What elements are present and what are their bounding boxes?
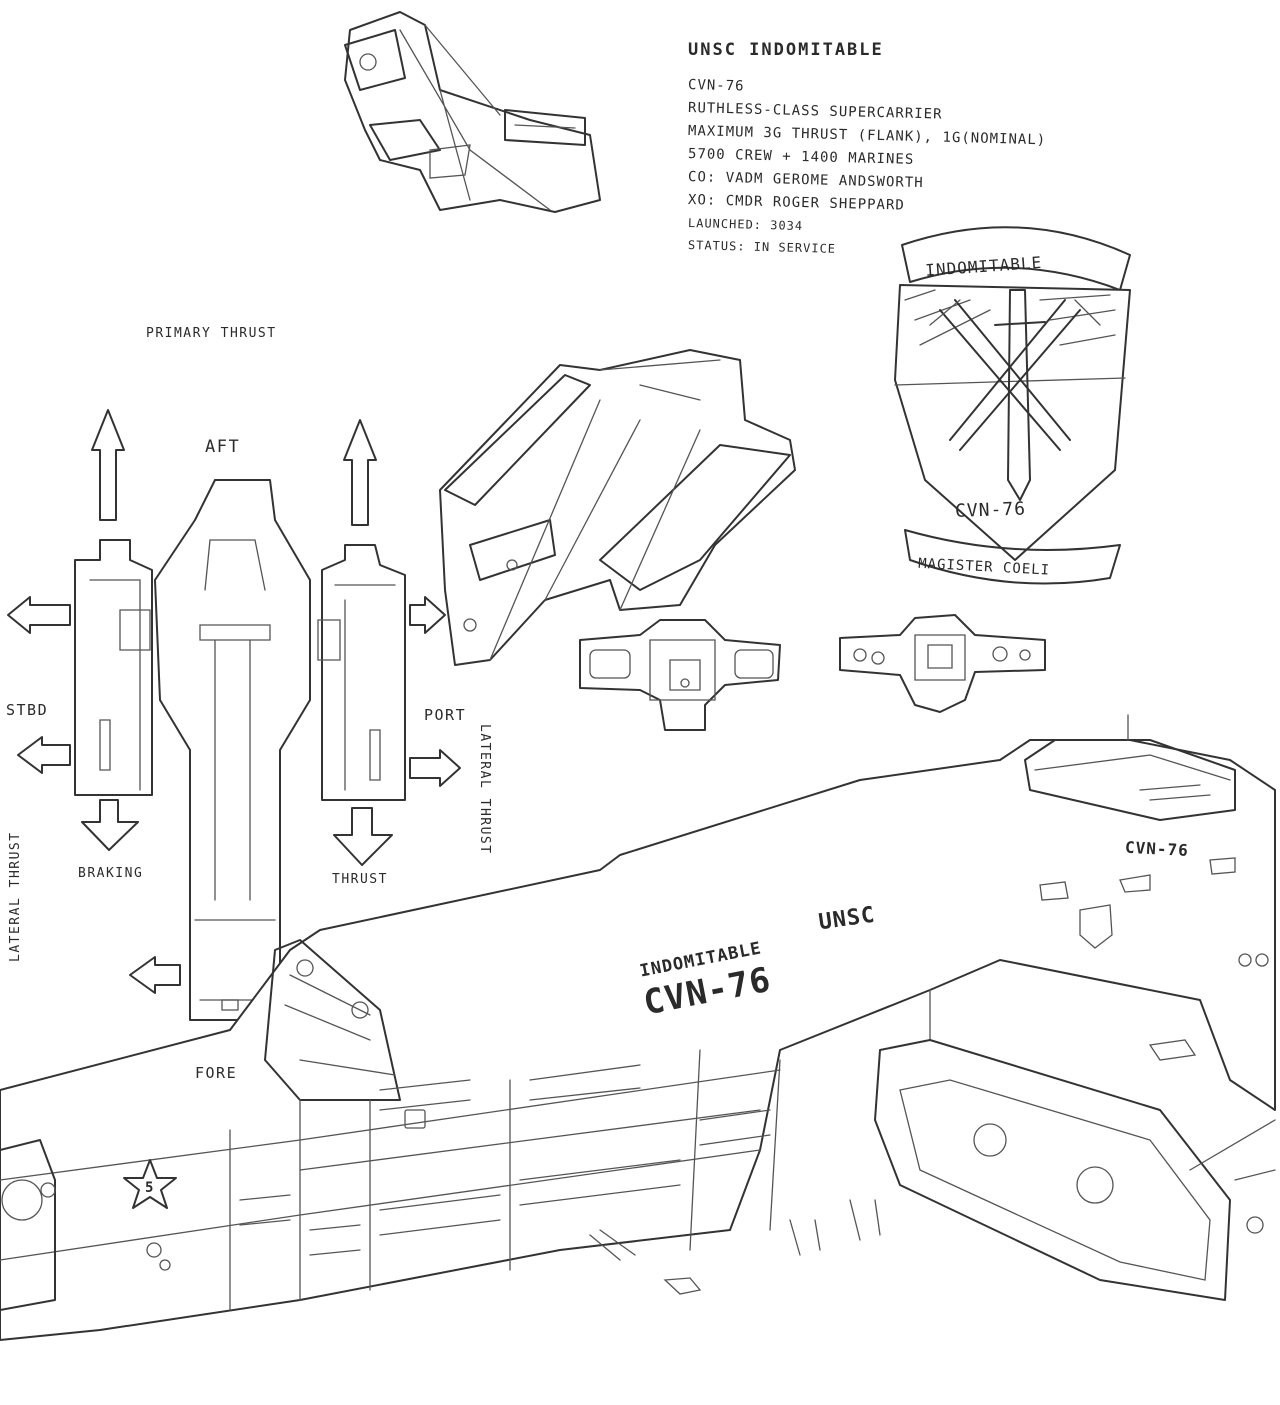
ship-sketch-top-view — [344, 11, 601, 213]
arrow-down-right — [333, 807, 393, 866]
hull-star-insignia — [123, 1159, 177, 1209]
spec-title: UNSC INDOMITABLE — [688, 40, 884, 60]
label-primary-thrust: PRIMARY THRUST — [146, 326, 277, 341]
arrow-up-left — [91, 409, 125, 521]
label-thrust: THRUST — [332, 872, 388, 887]
label-aft: AFT — [205, 437, 241, 457]
hull-crest — [1079, 904, 1113, 949]
label-lateral-thrust-right: LATERAL THRUST — [477, 724, 492, 855]
spec-sheet: UNSC INDOMITABLE CVN-76 RUTHLESS-CLASS S… — [688, 40, 1128, 256]
arrow-left-bottom — [129, 956, 181, 994]
arrow-right-top — [409, 596, 446, 634]
label-lateral-thrust-left: LATERAL THRUST — [8, 831, 23, 962]
ship-sketch-front-view-left — [579, 619, 781, 731]
tower-number-marking: CVN-76 — [1125, 838, 1190, 860]
emblem-hull-code: CVN-76 — [955, 498, 1027, 521]
star-number-marking: 5 — [145, 1180, 154, 1196]
label-fore: FORE — [195, 1064, 238, 1082]
arrow-left-mid — [17, 736, 71, 774]
emblem-motto: MAGISTER COELI — [918, 556, 1051, 579]
arrow-down-left — [81, 799, 139, 851]
label-port: PORT — [424, 706, 467, 724]
label-stbd: STBD — [6, 701, 49, 719]
ship-sketch-front-view-right — [839, 614, 1046, 713]
ship-hull-perspective — [0, 714, 1276, 1341]
ship-emblem-shield: INDOMITABLE CVN-76 MAGISTER COELI — [894, 226, 1131, 585]
arrow-up-right — [343, 419, 377, 526]
arrow-right-mid — [409, 749, 461, 787]
label-braking: BRAKING — [78, 866, 144, 881]
thrust-diagram — [7, 409, 461, 1021]
arrow-left-top — [7, 596, 71, 634]
ship-sketch-perspective — [439, 349, 796, 666]
